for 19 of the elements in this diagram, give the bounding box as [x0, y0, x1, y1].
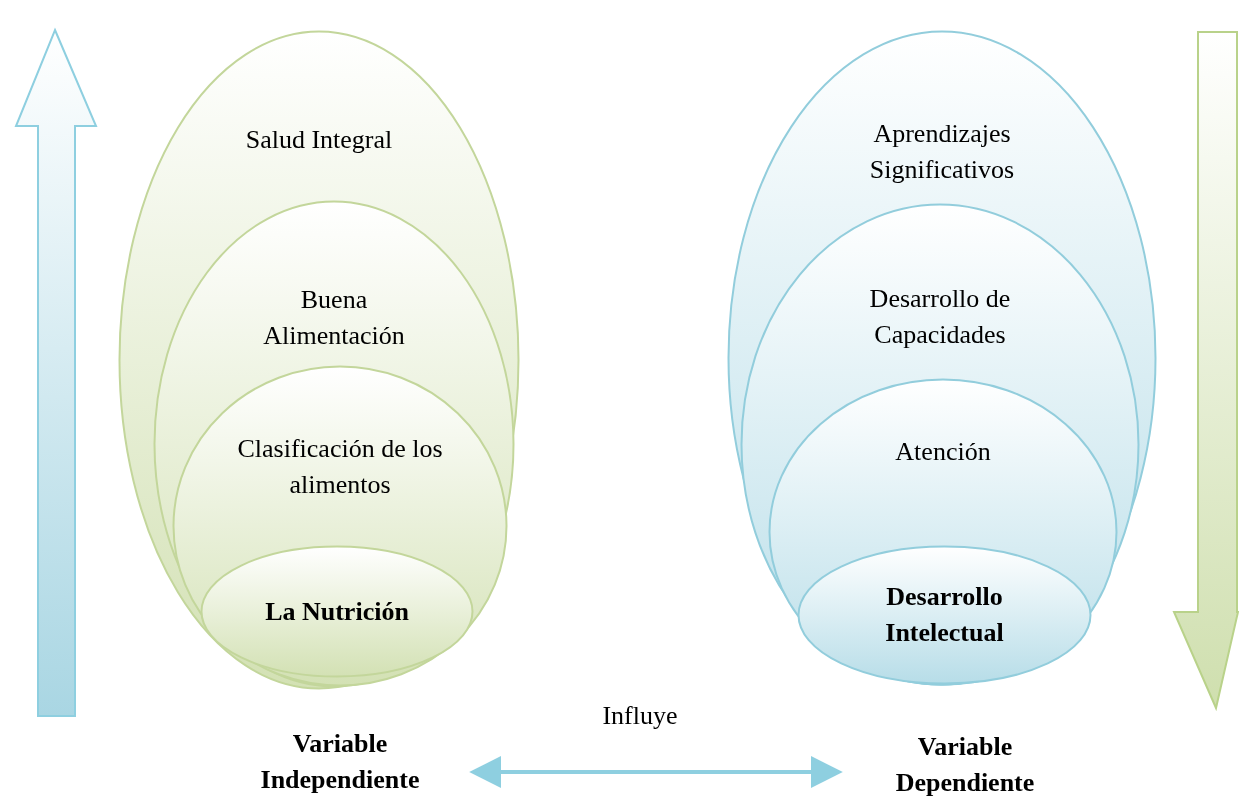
ellipse [172, 365, 508, 687]
ellipse [118, 30, 520, 690]
bold-label: Desarrollo Intelectual [884, 581, 1005, 649]
ellipse-label: Salud Integral [245, 124, 393, 156]
ellipse [740, 203, 1140, 686]
bold-label: Variable Dependiente [894, 731, 1036, 799]
ellipse [768, 378, 1118, 686]
ellipse-label: Atención [895, 436, 991, 468]
ellipse-label: Desarrollo de Capacidades [868, 283, 1012, 351]
bold-label: La Nutrición [265, 595, 409, 628]
ellipse [153, 200, 515, 688]
ellipse [727, 30, 1157, 686]
ellipse-label: Buena Alimentación [262, 284, 406, 352]
ellipse-label: Aprendizajes Significativos [868, 118, 1016, 186]
bold-label: Variable Independiente [259, 728, 421, 796]
double-arrow [469, 756, 843, 788]
ellipse-label: Clasificación de los alimentos [236, 433, 444, 501]
ellipse [797, 545, 1092, 685]
ellipse [200, 545, 474, 678]
